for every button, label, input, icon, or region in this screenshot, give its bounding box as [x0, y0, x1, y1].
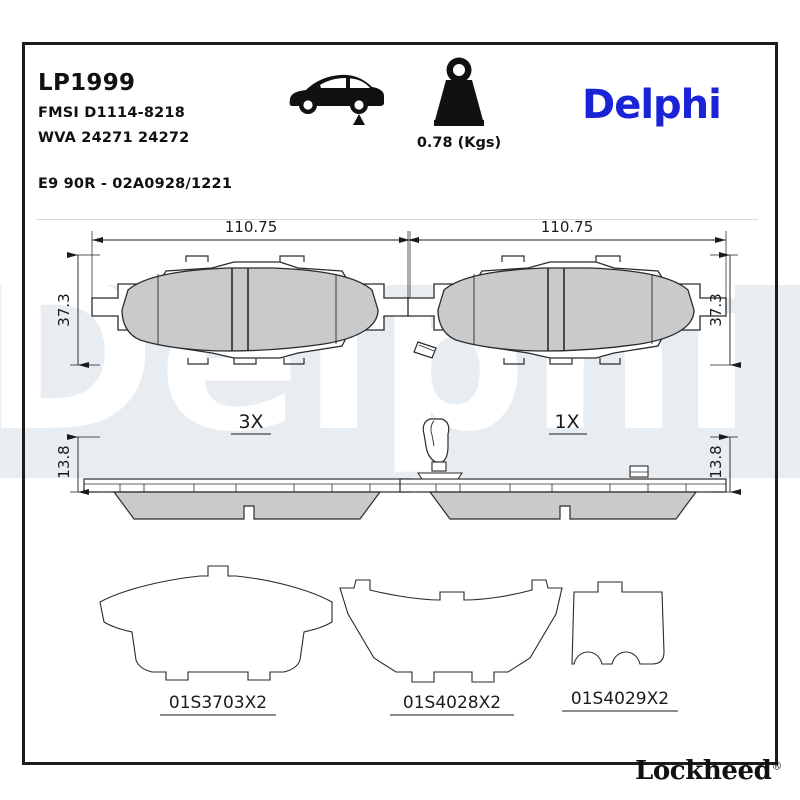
dimension-left-height-text: 37.3 — [55, 293, 73, 326]
technical-drawing: 110.75 37.3 110.75 37.3 3X 1X — [22, 42, 778, 765]
pad-right-side-view — [399, 418, 727, 520]
accessory-part-2-text: 01S4028X2 — [403, 693, 501, 713]
car-rear-axle-icon — [280, 62, 390, 136]
dimension-right-height: 37.3 — [707, 252, 741, 368]
header-divider — [36, 219, 758, 220]
delphi-logo: Delphi — [582, 82, 722, 128]
quantity-left-pad-text: 3X — [238, 411, 263, 433]
accessory-shim-1: 01S3703X2 — [99, 565, 333, 716]
dimension-right-thickness-text: 13.8 — [707, 445, 725, 478]
accessory-shim-2: 01S4028X2 — [339, 579, 563, 716]
quantity-right-pad: 1X — [549, 411, 587, 435]
accessory-part-3-text: 01S4029X2 — [571, 689, 669, 709]
dimension-right-height-text: 37.3 — [707, 293, 725, 326]
weight-kettlebell-icon — [422, 56, 496, 136]
quantity-left-pad: 3X — [231, 411, 271, 435]
product-code: LP1999 — [38, 70, 136, 96]
approval-code: E9 90R - 02A0928/1221 — [38, 176, 233, 192]
wva-code: WVA 24271 24272 — [38, 130, 190, 146]
header: LP1999 FMSI D1114-8218 WVA 24271 24272 E… — [22, 42, 778, 220]
lockheed-logo-text: Lockheed — [634, 756, 772, 786]
dimension-left-length-text: 110.75 — [225, 218, 278, 236]
lockheed-logo: Lockheed® — [635, 756, 782, 786]
dimension-right-length-text: 110.75 — [541, 218, 594, 236]
dimension-left-length: 110.75 — [91, 218, 411, 300]
fmsi-code: FMSI D1114-8218 — [38, 105, 185, 121]
page-frame — [22, 42, 778, 765]
pad-right-top-view — [407, 255, 727, 365]
accessory-part-1-text: 01S3703X2 — [169, 693, 267, 713]
dimension-left-height: 37.3 — [55, 252, 100, 368]
registered-mark: ® — [771, 759, 782, 773]
weight-label: 0.78 (Kgs) — [416, 135, 502, 151]
pad-left-top-view — [91, 255, 411, 365]
accessory-shim-3: 01S4029X2 — [562, 581, 678, 712]
dimension-left-thickness-text: 13.8 — [55, 445, 73, 478]
pad-left-side-view — [83, 478, 411, 520]
dimension-left-thickness: 13.8 — [55, 434, 100, 495]
quantity-right-pad-text: 1X — [554, 411, 579, 433]
dimension-right-thickness: 13.8 — [707, 434, 741, 495]
